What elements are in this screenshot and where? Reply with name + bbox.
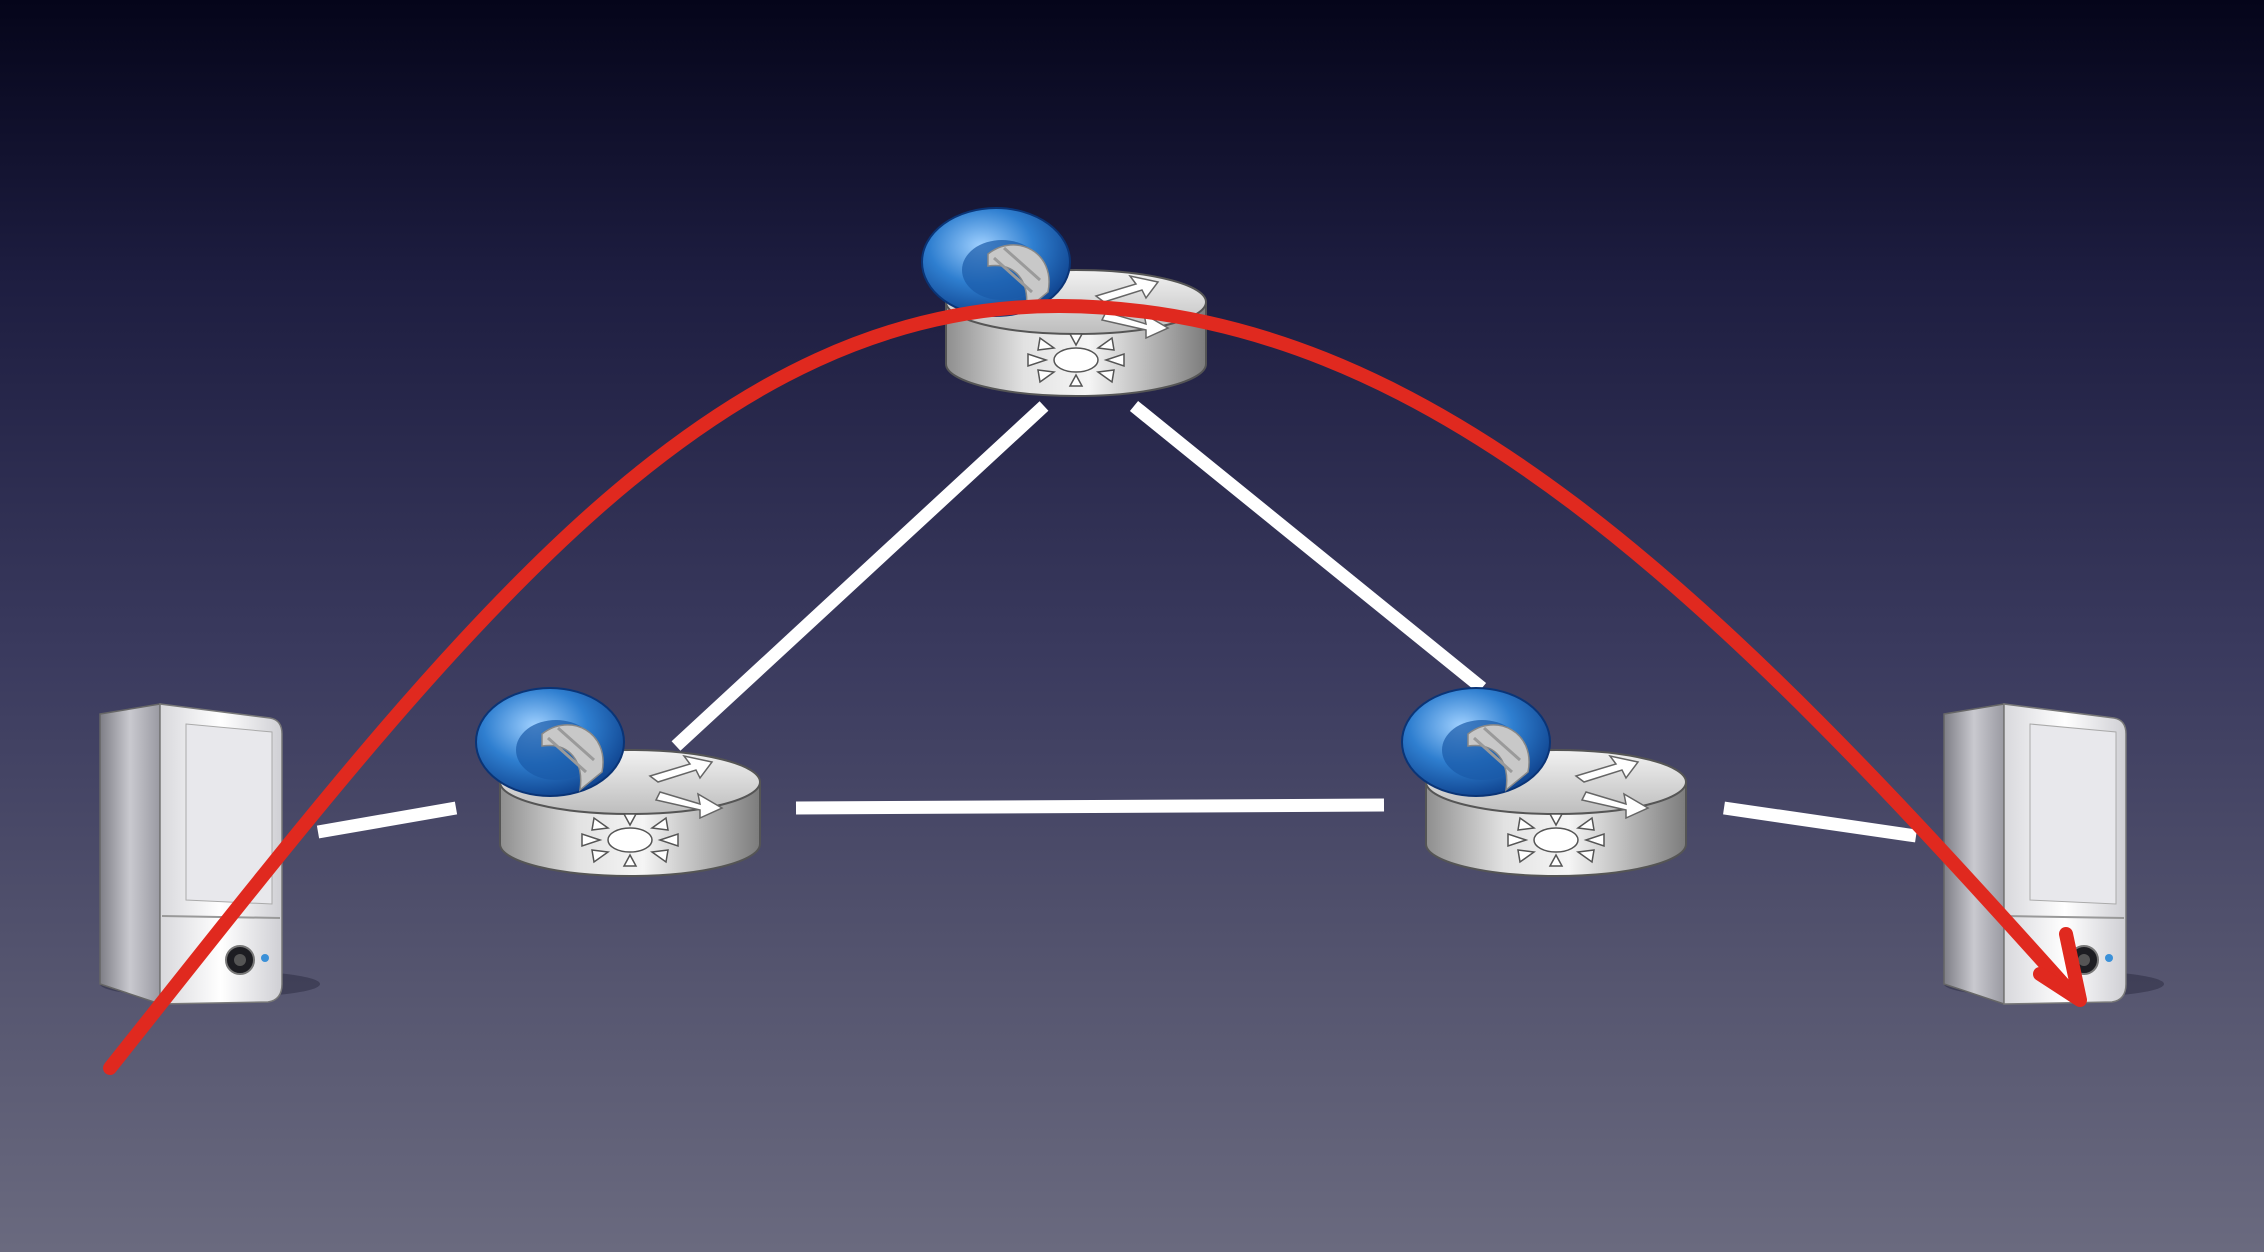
link-router-top-router-right bbox=[1129, 400, 1487, 694]
link-router-left-router-top bbox=[671, 401, 1049, 751]
link-router-left-router-right bbox=[795, 798, 1385, 815]
link-server-left-router-left bbox=[316, 801, 458, 839]
server-tower-icon bbox=[1943, 703, 2165, 1005]
link-router-right-server-right bbox=[1723, 801, 1917, 843]
traffic-path-arrow bbox=[103, 298, 2087, 1075]
router-icon bbox=[1400, 686, 1688, 878]
